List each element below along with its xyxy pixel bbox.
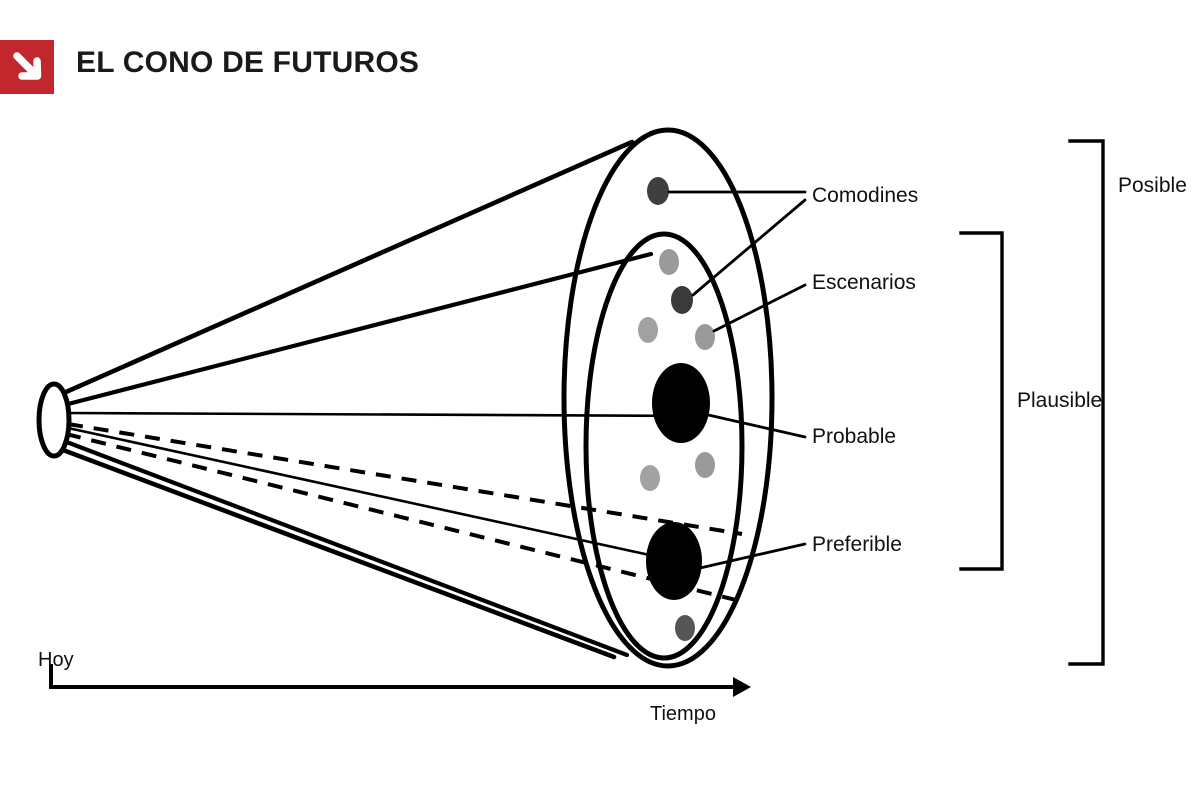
leader-preferible bbox=[698, 542, 807, 570]
leader-probable bbox=[702, 412, 807, 439]
time-axis-arrow bbox=[733, 677, 751, 697]
inner-cone-ellipse bbox=[583, 231, 745, 661]
outer-cone-ellipse bbox=[561, 127, 775, 669]
label-comodines: Comodines bbox=[812, 184, 919, 207]
bracket-posible bbox=[1068, 139, 1105, 666]
label-posible: Posible bbox=[1118, 174, 1187, 197]
leader-comodines-inner bbox=[691, 198, 807, 297]
scenario-dot-1 bbox=[659, 249, 679, 275]
scenario-dot-4 bbox=[695, 452, 715, 478]
cone-dashed-lines bbox=[65, 422, 743, 603]
label-probable: Probable bbox=[812, 425, 897, 448]
apex-ellipse bbox=[36, 381, 72, 459]
leader-escenarios bbox=[712, 283, 807, 333]
page-header: EL CONO DE FUTUROS bbox=[0, 38, 1200, 98]
label-plausible: Plausible bbox=[1017, 389, 1103, 412]
probable-zone bbox=[652, 363, 710, 443]
label-escenarios: Escenarios bbox=[812, 271, 916, 294]
cone-outer-lines bbox=[60, 139, 635, 660]
scenario-dot-2 bbox=[638, 317, 658, 343]
arrow-down-right-icon bbox=[0, 40, 54, 94]
leader-lines bbox=[667, 190, 807, 570]
label-tiempo: Tiempo bbox=[650, 703, 716, 725]
cone-inner-lines bbox=[61, 251, 654, 658]
comodines-dot-inner bbox=[671, 286, 693, 314]
label-preferible: Preferible bbox=[812, 533, 902, 556]
label-hoy: Hoy bbox=[38, 649, 74, 671]
bracket-plausible bbox=[959, 231, 1004, 571]
scenario-dot-3 bbox=[640, 465, 660, 491]
time-axis bbox=[49, 664, 735, 689]
wildcard-dot-bottom bbox=[675, 615, 695, 641]
preferible-zone bbox=[646, 522, 702, 600]
page-title: EL CONO DE FUTUROS bbox=[76, 46, 420, 79]
escenarios-dot bbox=[695, 324, 715, 350]
comodines-dot-top bbox=[647, 177, 669, 205]
